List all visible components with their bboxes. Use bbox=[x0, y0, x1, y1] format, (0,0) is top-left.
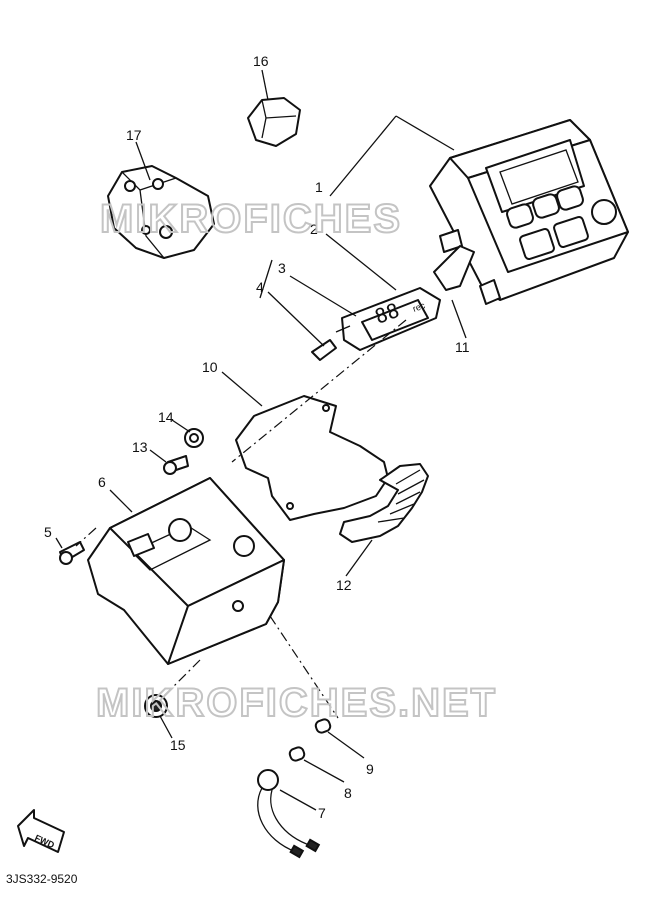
leader-line bbox=[259, 259, 273, 299]
display-unit: rec bbox=[411, 300, 427, 314]
callout-15: 15 bbox=[170, 737, 186, 753]
callout-2: 2 bbox=[310, 221, 318, 237]
callout-6: 6 bbox=[98, 474, 106, 490]
part-12-connector bbox=[339, 463, 429, 543]
leader-line bbox=[303, 759, 345, 783]
part-13-bolt bbox=[163, 455, 189, 475]
callout-16: 16 bbox=[253, 53, 269, 69]
part-17-bracket bbox=[107, 165, 215, 259]
leader-line bbox=[159, 715, 173, 739]
leader-line bbox=[451, 299, 467, 339]
callout-3: 3 bbox=[278, 260, 286, 276]
leader-line bbox=[149, 449, 167, 463]
part-9-bulb bbox=[314, 718, 332, 734]
diagram-code: 3JS332-9520 bbox=[6, 872, 78, 886]
alignment-line bbox=[231, 319, 407, 463]
callout-7: 7 bbox=[318, 805, 326, 821]
part-8-bulb bbox=[288, 746, 306, 762]
leader-line bbox=[395, 115, 455, 151]
leader-line bbox=[55, 537, 63, 549]
part-11-clip bbox=[433, 245, 475, 291]
watermark-top: MIKROFICHES bbox=[100, 197, 402, 241]
part-5-bolt bbox=[59, 541, 85, 565]
callout-9: 9 bbox=[366, 761, 374, 777]
part-6-housing bbox=[87, 477, 285, 665]
callout-10: 10 bbox=[202, 359, 218, 375]
alignment-line bbox=[269, 615, 339, 719]
part-7-socket bbox=[257, 769, 321, 859]
part-1-meter-assembly bbox=[429, 119, 629, 305]
leader-line bbox=[329, 115, 397, 197]
part-14-nut bbox=[184, 428, 204, 448]
callout-17: 17 bbox=[126, 127, 142, 143]
callout-13: 13 bbox=[132, 439, 148, 455]
leader-line bbox=[327, 731, 365, 759]
leader-line bbox=[279, 789, 317, 811]
leader-line bbox=[289, 275, 357, 317]
part-15-grommet bbox=[144, 694, 168, 718]
leader-line bbox=[109, 489, 133, 513]
leader-line bbox=[325, 233, 397, 291]
watermark-bottom: MIKROFICHES.NET bbox=[96, 681, 497, 725]
leader-line bbox=[267, 291, 325, 347]
callout-1: 1 bbox=[315, 179, 323, 195]
part-2-display-unit: 88 rec bbox=[311, 287, 441, 361]
callout-14: 14 bbox=[158, 409, 174, 425]
part-10-circuit-board bbox=[235, 395, 389, 521]
alignment-line bbox=[161, 659, 201, 699]
leader-line bbox=[221, 371, 263, 407]
alignment-line bbox=[75, 527, 97, 547]
callout-12: 12 bbox=[336, 577, 352, 593]
callout-11: 11 bbox=[455, 339, 470, 355]
callout-4: 4 bbox=[256, 279, 264, 295]
callout-5: 5 bbox=[44, 524, 52, 540]
fwd-arrow-icon: FWD bbox=[17, 809, 65, 853]
leader-line bbox=[345, 539, 373, 577]
leader-line bbox=[171, 419, 191, 433]
leader-line bbox=[135, 141, 151, 181]
callout-8: 8 bbox=[344, 785, 352, 801]
leader-line bbox=[261, 69, 269, 101]
part-16-cap bbox=[247, 97, 301, 147]
